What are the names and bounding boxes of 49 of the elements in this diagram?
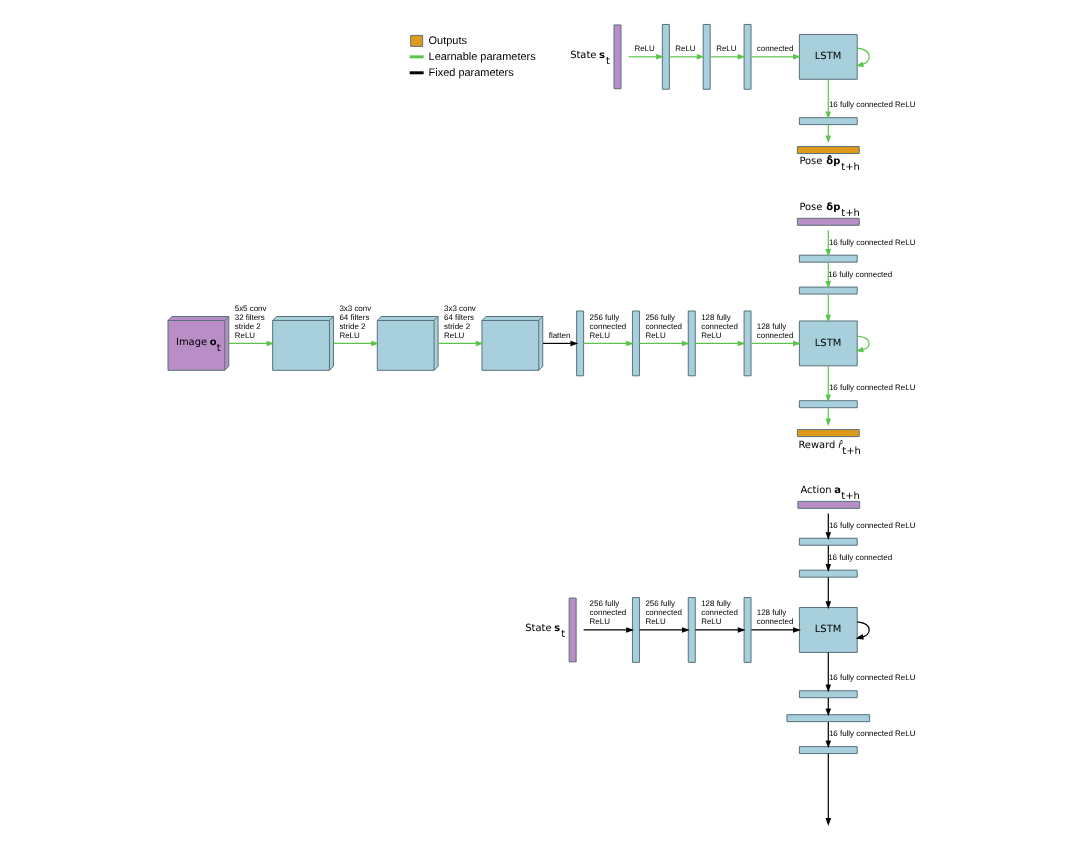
node-bar [660, 23, 669, 90]
arrow [227, 340, 274, 347]
node-bar [797, 746, 857, 755]
node-bar [797, 537, 857, 546]
node-bar [742, 23, 751, 90]
arrow [541, 340, 578, 347]
arrow [749, 340, 800, 347]
arrow [693, 340, 745, 347]
arrow [824, 261, 831, 289]
arrow [749, 627, 800, 633]
arrow [824, 293, 831, 323]
node-bar [797, 254, 857, 263]
arrow [824, 365, 831, 403]
node-bar [686, 597, 695, 663]
node-bar [575, 310, 584, 377]
node-bar [797, 690, 857, 699]
arrow [668, 54, 704, 60]
node-bar [797, 569, 857, 578]
arrow [824, 753, 831, 826]
arrow [854, 621, 869, 640]
arrow [854, 335, 869, 353]
arrow [693, 627, 745, 633]
node-bar [701, 23, 710, 90]
arrow [824, 651, 831, 693]
arrow [638, 627, 689, 633]
arrow [582, 627, 634, 633]
arrow [824, 229, 831, 257]
node-bar [630, 597, 639, 663]
arrow [854, 47, 869, 68]
arrow [824, 576, 831, 610]
node-bar [686, 310, 695, 377]
node-bar [742, 310, 751, 377]
arrow [332, 340, 379, 347]
node-bar [797, 400, 857, 409]
arrow [582, 340, 633, 347]
node-bar [785, 714, 870, 723]
arrow [824, 512, 831, 541]
arrow [627, 54, 664, 60]
arrow [749, 54, 800, 60]
arrow [824, 721, 831, 749]
arrow [708, 54, 745, 60]
arrow [638, 340, 689, 347]
node-bar [630, 310, 639, 377]
arrow [824, 544, 831, 572]
node-bar [797, 117, 857, 126]
arrow [436, 340, 483, 347]
node-bar [797, 286, 857, 295]
arrow [824, 78, 831, 120]
node-bar [742, 597, 751, 663]
